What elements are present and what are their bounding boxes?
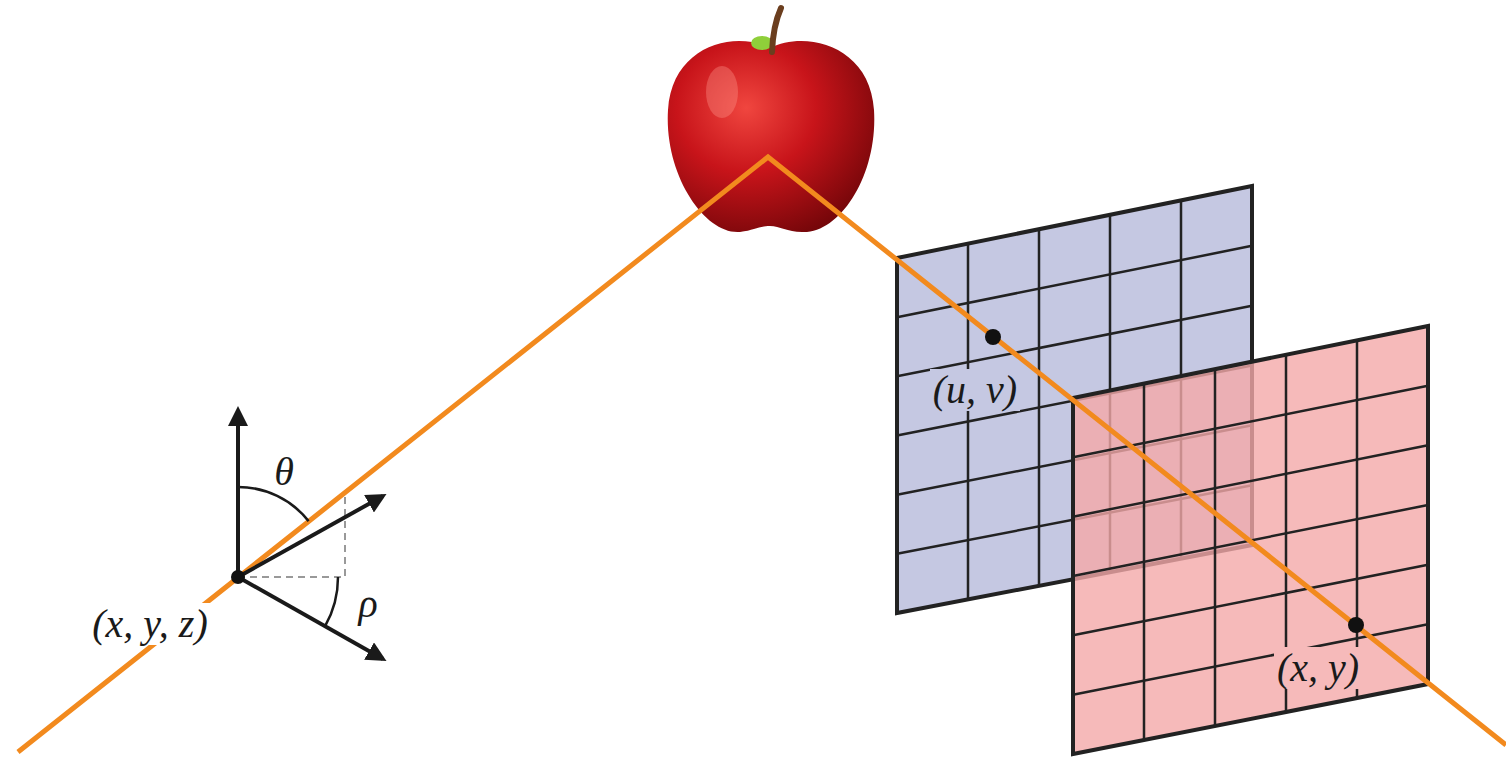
grid-line: [897, 246, 1252, 317]
apple-body: [668, 41, 875, 232]
coordinate-label: (x, y): [1274, 647, 1362, 689]
coordinate-label: (x, y, z): [89, 603, 211, 645]
grid-line: [1073, 624, 1428, 694]
coordinate-label: (u, v): [930, 369, 1020, 411]
grid-line: [1073, 445, 1428, 516]
angle-arc: [325, 577, 338, 626]
angle-label: θ: [271, 451, 297, 493]
projection-line: [238, 497, 345, 577]
axis-arrow: [236, 410, 240, 577]
apple-highlight: [706, 66, 738, 118]
ray-point: [231, 570, 245, 584]
ray-point: [985, 329, 1001, 345]
apple-stem: [772, 8, 781, 52]
light-ray: [18, 157, 1506, 752]
direction-arrow: [238, 496, 383, 577]
apple-picture: [668, 8, 875, 232]
grid-line: [897, 306, 1252, 377]
axis-arrow: [238, 577, 383, 659]
grid-line: [1073, 565, 1428, 636]
angle-label: ρ: [355, 583, 380, 625]
angle-arc: [238, 487, 309, 521]
axes-symbol: [231, 410, 383, 659]
ray-point: [1348, 617, 1364, 633]
grid-line: [1073, 386, 1428, 458]
